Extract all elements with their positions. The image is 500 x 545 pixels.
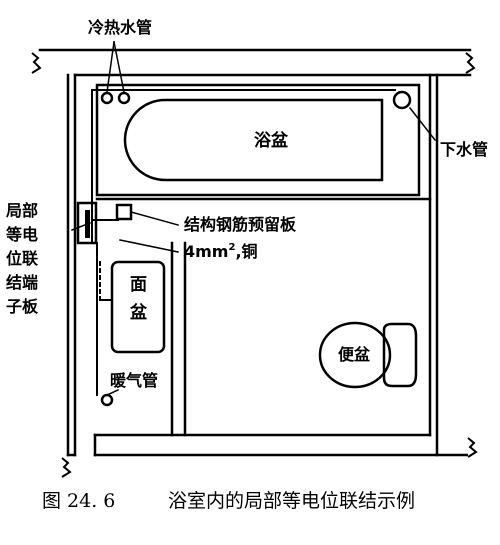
svg-text:等电: 等电 bbox=[5, 225, 38, 244]
svg-text:子板: 子板 bbox=[6, 297, 39, 316]
svg-text:结端: 结端 bbox=[5, 273, 38, 292]
figure-title: 浴室内的局部等电位联结示例 bbox=[168, 490, 415, 512]
figure-number: 图 24. 6 bbox=[42, 490, 115, 512]
svg-text:盆: 盆 bbox=[129, 302, 148, 323]
svg-text:面: 面 bbox=[130, 275, 147, 295]
toilet bbox=[318, 321, 418, 389]
terminal-board bbox=[76, 201, 98, 245]
heating-pipe-label: 暖气管 bbox=[110, 371, 158, 390]
drain-pipe-label: 下水管 bbox=[440, 140, 488, 159]
svg-text:局部: 局部 bbox=[6, 201, 38, 220]
terminal-board-label: 局部 等电 位联 结端 子板 bbox=[5, 201, 39, 316]
right-wall bbox=[428, 73, 439, 457]
reserved-plate bbox=[115, 203, 133, 221]
left-wall bbox=[66, 73, 77, 457]
bottom-wall bbox=[93, 433, 472, 457]
washbasin bbox=[110, 260, 166, 354]
terminal-bar bbox=[85, 210, 90, 238]
leader-lines bbox=[71, 41, 437, 396]
hot-cold-pipes bbox=[100, 91, 131, 105]
toilet-label: 便盆 bbox=[338, 345, 371, 364]
bathtub bbox=[95, 83, 432, 201]
hot-cold-pipe-label: 冷热水管 bbox=[88, 18, 152, 37]
top-wall bbox=[38, 48, 472, 77]
wall-break-marks bbox=[31, 52, 478, 478]
svg-text:位联: 位联 bbox=[6, 249, 38, 268]
bonding-conductor bbox=[91, 89, 396, 396]
heating-pipe bbox=[100, 393, 114, 407]
washbasin-label: 面 盆 bbox=[129, 275, 148, 323]
bathtub-label: 浴盆 bbox=[254, 130, 289, 151]
cable-spec-label: 4mm2,铜 bbox=[184, 242, 258, 261]
drain-pipe bbox=[392, 90, 412, 110]
reserved-plate-label: 结构钢筋预留板 bbox=[183, 215, 297, 234]
partition-wall bbox=[170, 241, 187, 437]
